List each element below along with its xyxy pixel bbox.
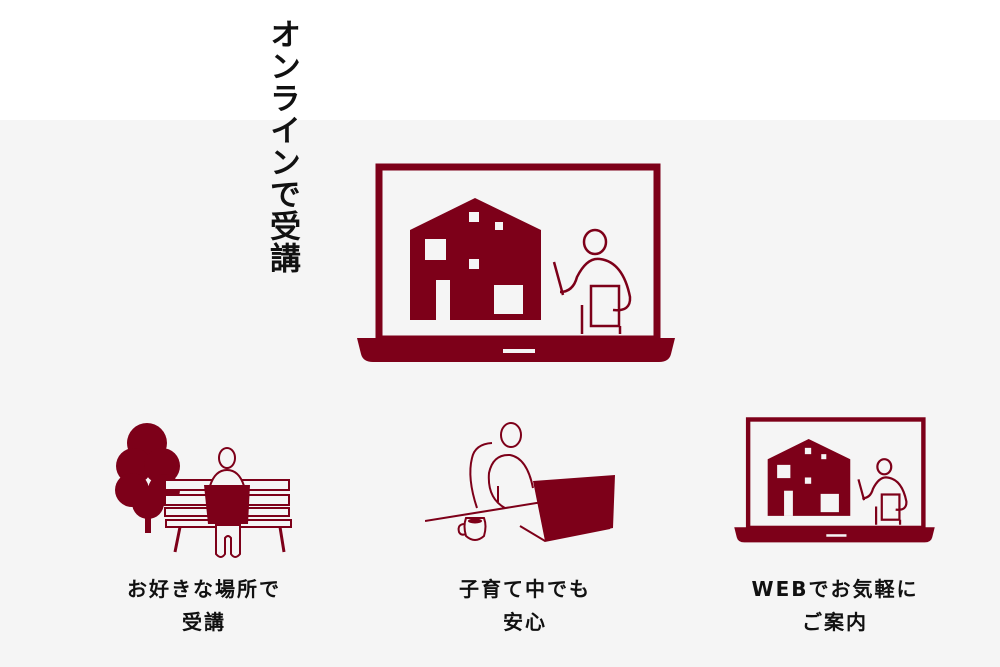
top-band <box>0 0 1000 120</box>
laptop-lecture-icon <box>357 163 675 362</box>
caption-line: 安心 <box>503 610 547 634</box>
feature-caption-web: WEBでお気軽に ご案内 <box>715 573 955 639</box>
caption-line: 子育て中でも <box>459 577 591 601</box>
feature-caption-anywhere: お好きな場所で 受講 <box>84 573 324 639</box>
caption-line: WEBでお気軽に <box>751 577 919 601</box>
caption-line: 受講 <box>182 610 226 634</box>
caption-line: ご案内 <box>802 610 868 634</box>
feature-caption-parenting: 子育て中でも 安心 <box>405 573 645 639</box>
desk-laptop-icon <box>425 422 615 543</box>
laptop-lecture-small-icon <box>734 417 935 543</box>
caption-line: お好きな場所で <box>127 577 281 601</box>
bench-laptop-icon <box>115 423 292 558</box>
page-title: オンラインで受講 <box>264 18 300 274</box>
